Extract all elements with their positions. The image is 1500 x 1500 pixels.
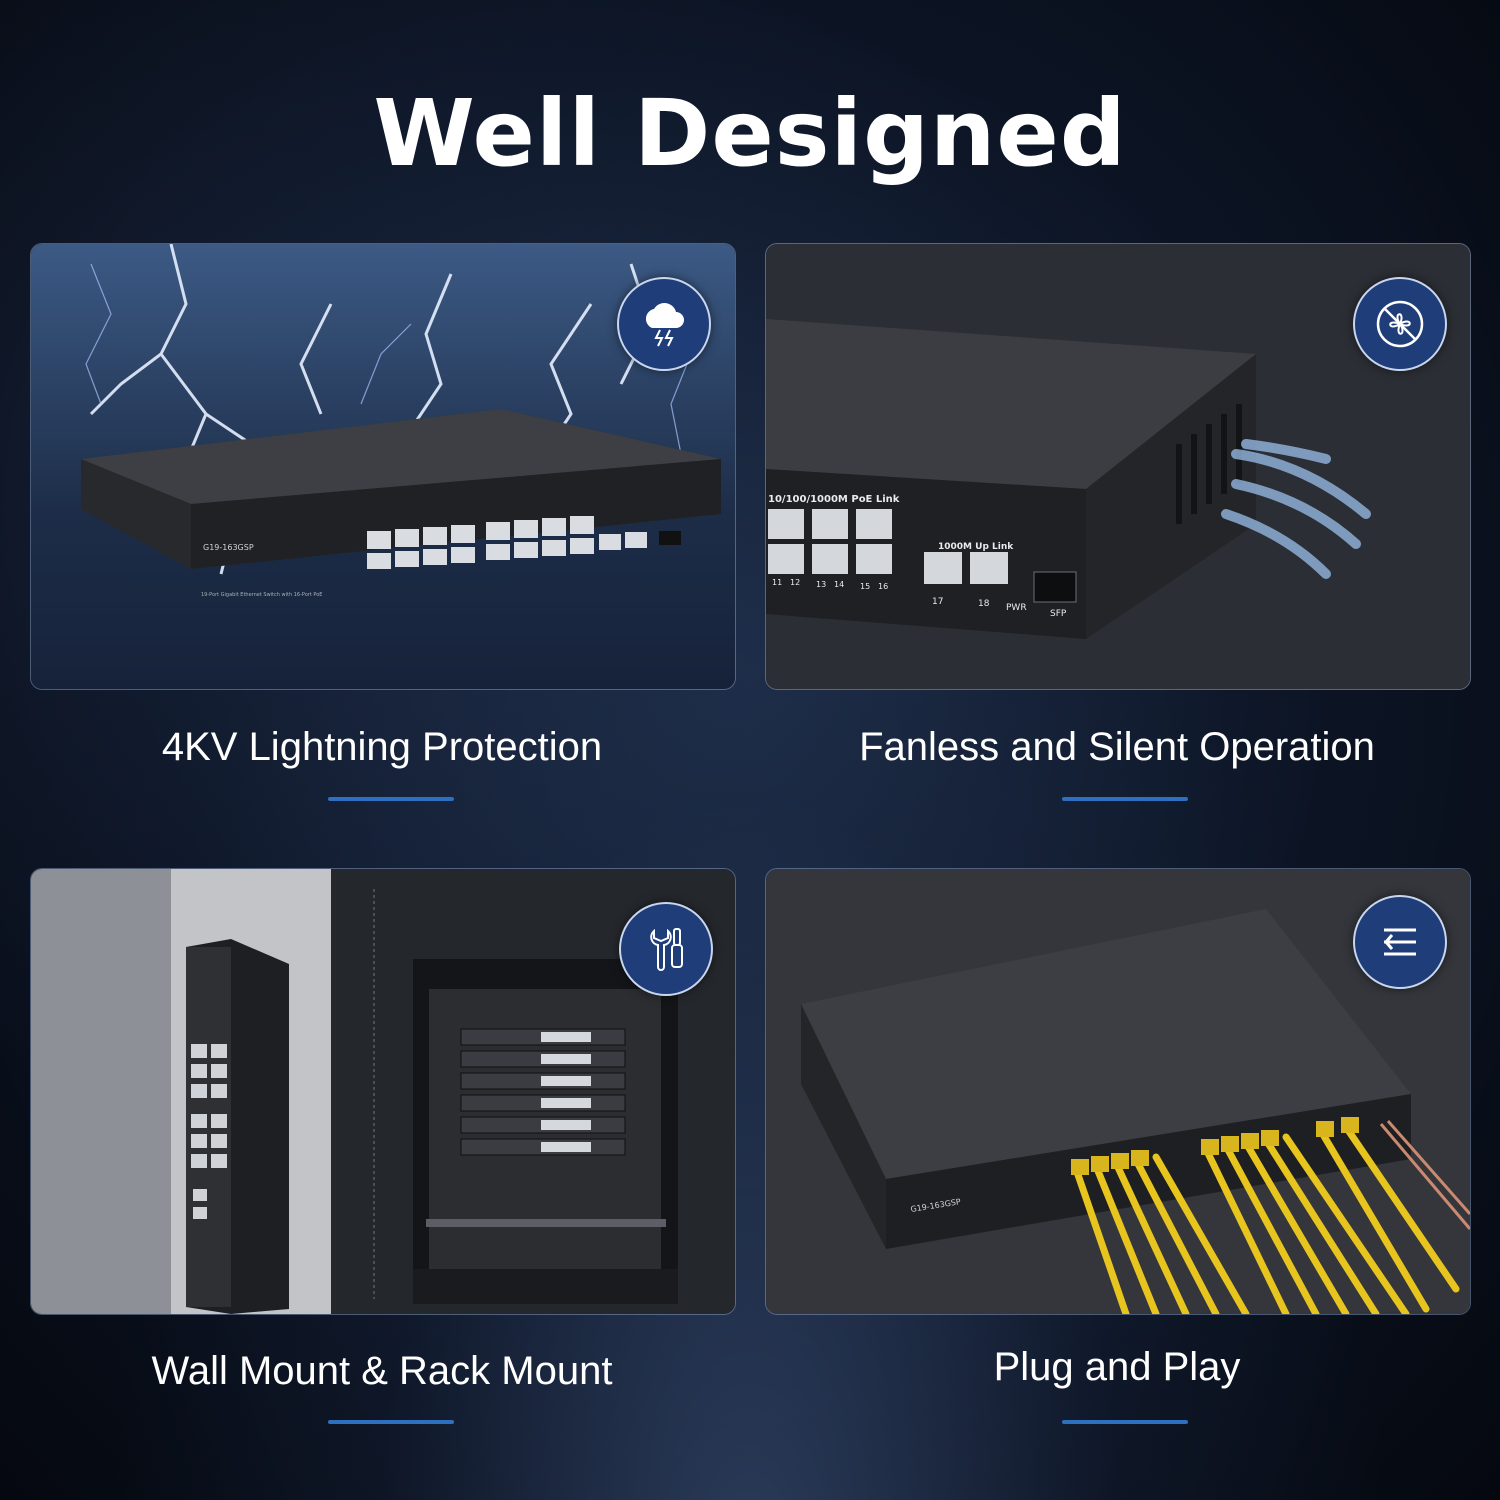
caption-underline: [1062, 797, 1188, 801]
mounting-panel: [30, 868, 736, 1315]
fanless-panel: 10/100/1000M PoE Link 1000M Up Link 11 1…: [765, 243, 1471, 690]
plug-and-play-panel: G19-163GSP: [765, 868, 1471, 1315]
feature-caption-lightning: 4KV Lightning Protection: [161, 725, 603, 769]
port-number-13: 13: [816, 580, 826, 589]
model-label: G19-163GSP: [203, 543, 254, 552]
no-fan-icon: [1353, 277, 1447, 371]
thunderstorm-icon: [617, 277, 711, 371]
feature-caption-mounting: Wall Mount & Rack Mount: [151, 1349, 613, 1393]
plug-and-play-scene: G19-163GSP: [766, 869, 1470, 1314]
port-number-14: 14: [834, 580, 844, 589]
pwr-label: PWR: [1006, 603, 1027, 613]
lightning-panel: G19-163GSP 19-Port Gigabit Ethernet Swit…: [30, 243, 736, 690]
poe-group-label: 10/100/1000M PoE Link: [768, 494, 900, 505]
feature-caption-fanless: Fanless and Silent Operation: [859, 725, 1375, 769]
port-number-11: 11: [772, 578, 782, 587]
sfp-label: SFP: [1050, 609, 1067, 619]
port-number-12: 12: [790, 578, 800, 587]
uplink-label: 1000M Up Link: [938, 542, 1014, 552]
caption-underline: [328, 797, 454, 801]
caption-underline: [328, 1420, 454, 1424]
fanless-scene: 10/100/1000M PoE Link 1000M Up Link 11 1…: [766, 244, 1470, 689]
caption-underline: [1062, 1420, 1188, 1424]
device-description: 19-Port Gigabit Ethernet Switch with 16-…: [201, 592, 322, 598]
page-title: Well Designed: [373, 80, 1127, 187]
port-number-16: 16: [878, 582, 888, 591]
arrow-left-icon: [1353, 895, 1447, 989]
feature-caption-plug-and-play: Plug and Play: [993, 1345, 1241, 1389]
port-number-15: 15: [860, 582, 870, 591]
wrench-screwdriver-icon: [619, 902, 713, 996]
port-17-label: 17: [932, 597, 943, 607]
port-18-label: 18: [978, 599, 990, 609]
